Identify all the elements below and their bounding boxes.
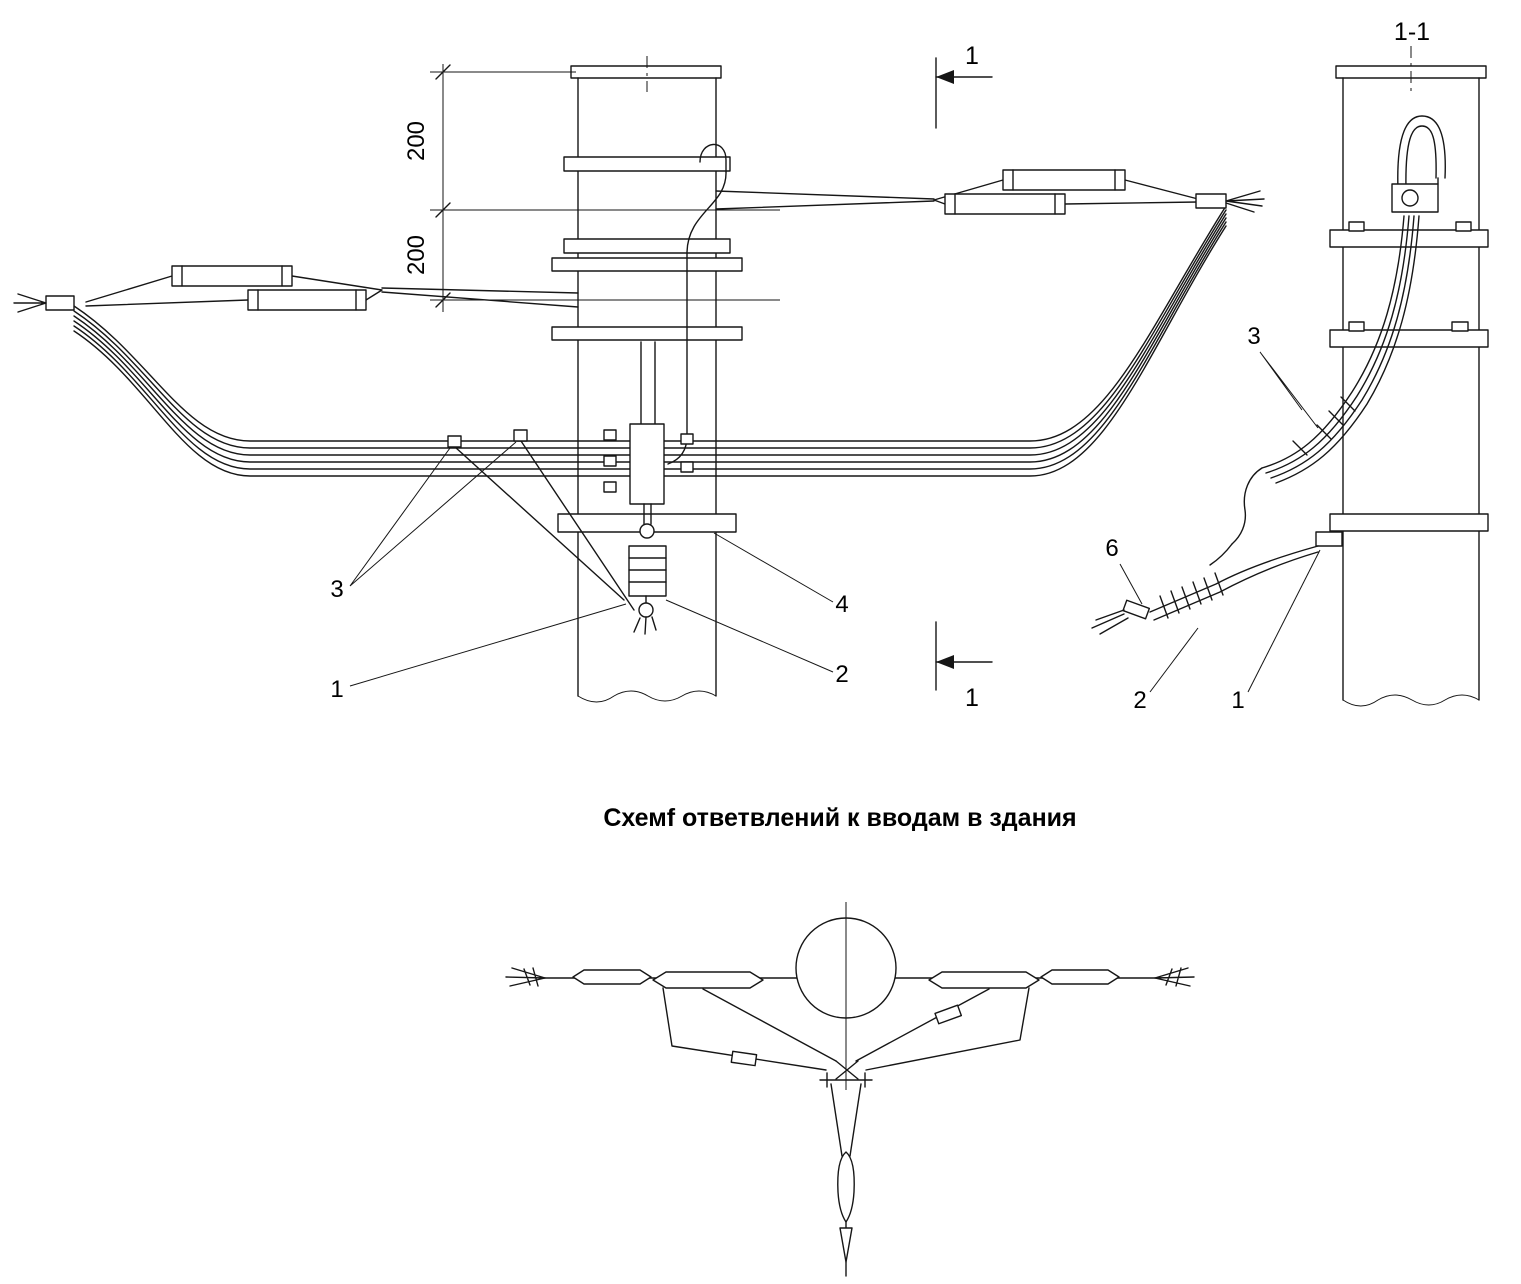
bundle-clamp <box>447 435 462 448</box>
wall-bracket <box>1315 531 1343 547</box>
dim-200-lower: 200 <box>403 235 430 275</box>
arrow-down-icon <box>839 1227 853 1263</box>
front-view: 200 200 1 1 3 1 4 2 <box>13 42 1265 712</box>
branch-connector <box>1122 599 1151 620</box>
section-view-title: 1-1 <box>1394 18 1430 46</box>
cable-clamp <box>603 455 617 467</box>
section-marker-bottom-label: 1 <box>965 684 979 712</box>
pole-brackets-side <box>1329 221 1489 532</box>
wire-connector <box>45 295 75 311</box>
center-termination <box>603 341 667 635</box>
side-view: 1-1 <box>1091 18 1489 714</box>
strain-clamp <box>572 969 652 985</box>
callout-2-front: 2 <box>835 661 848 688</box>
pole-brackets-front <box>551 156 743 533</box>
plan-termination <box>819 1060 873 1277</box>
cable-clamp <box>680 433 694 445</box>
cable-clamp <box>603 481 617 493</box>
section-marker-top-label: 1 <box>965 42 979 70</box>
callout-4-front: 4 <box>835 591 848 618</box>
branch-drop-wires <box>447 429 635 611</box>
lower-line-left <box>13 265 579 313</box>
upper-line-right <box>715 169 1265 215</box>
front-callouts: 3 1 4 2 <box>330 441 849 703</box>
pole-drop-cable <box>667 143 727 473</box>
strain-clamp <box>1040 969 1120 985</box>
plan-title: Схемf ответвлений к вводам в здания <box>603 804 1076 832</box>
plan-wires <box>505 967 1195 989</box>
termination-spindle <box>837 1151 855 1223</box>
strain-clamp <box>652 971 764 989</box>
pole-side <box>1335 46 1487 707</box>
strain-clamp <box>928 971 1040 989</box>
cable-clamp <box>680 461 694 473</box>
side-cable-run <box>1231 215 1420 545</box>
dimension-lines: 200 200 <box>403 64 780 312</box>
strain-clamp <box>944 193 1066 215</box>
callout-1-front: 1 <box>330 676 343 703</box>
anchor-loop <box>1391 115 1446 213</box>
callout-3-side: 3 <box>1247 323 1260 350</box>
junction-box <box>629 423 665 505</box>
callout-6-side: 6 <box>1105 535 1118 562</box>
cable-bundle <box>73 205 1227 477</box>
side-branch <box>1091 531 1343 635</box>
dim-200-upper: 200 <box>403 121 430 161</box>
branch-clamp <box>730 1050 758 1067</box>
coil-device <box>628 545 667 597</box>
plan-branches <box>662 987 1030 1071</box>
pole-front <box>570 56 722 703</box>
callout-3-front: 3 <box>330 576 343 603</box>
callout-2-side: 2 <box>1133 687 1146 714</box>
cable-clamp <box>603 429 617 441</box>
bundle-clamp <box>513 429 528 442</box>
plan-view: Схемf ответвлений к вводам в здания <box>505 804 1195 1277</box>
strain-clamp <box>1002 169 1126 191</box>
branch-clamp <box>934 1004 963 1025</box>
section-marker-bottom: 1 <box>935 621 993 712</box>
side-callouts: 3 6 2 1 <box>1105 323 1321 714</box>
strain-clamp <box>247 289 367 311</box>
section-marker-top: 1 <box>935 42 993 129</box>
strain-clamp <box>171 265 293 287</box>
wire-connector <box>1195 193 1227 209</box>
section-arrow-icon <box>936 70 954 84</box>
callout-1-side: 1 <box>1231 687 1244 714</box>
section-arrow-icon <box>936 655 954 669</box>
